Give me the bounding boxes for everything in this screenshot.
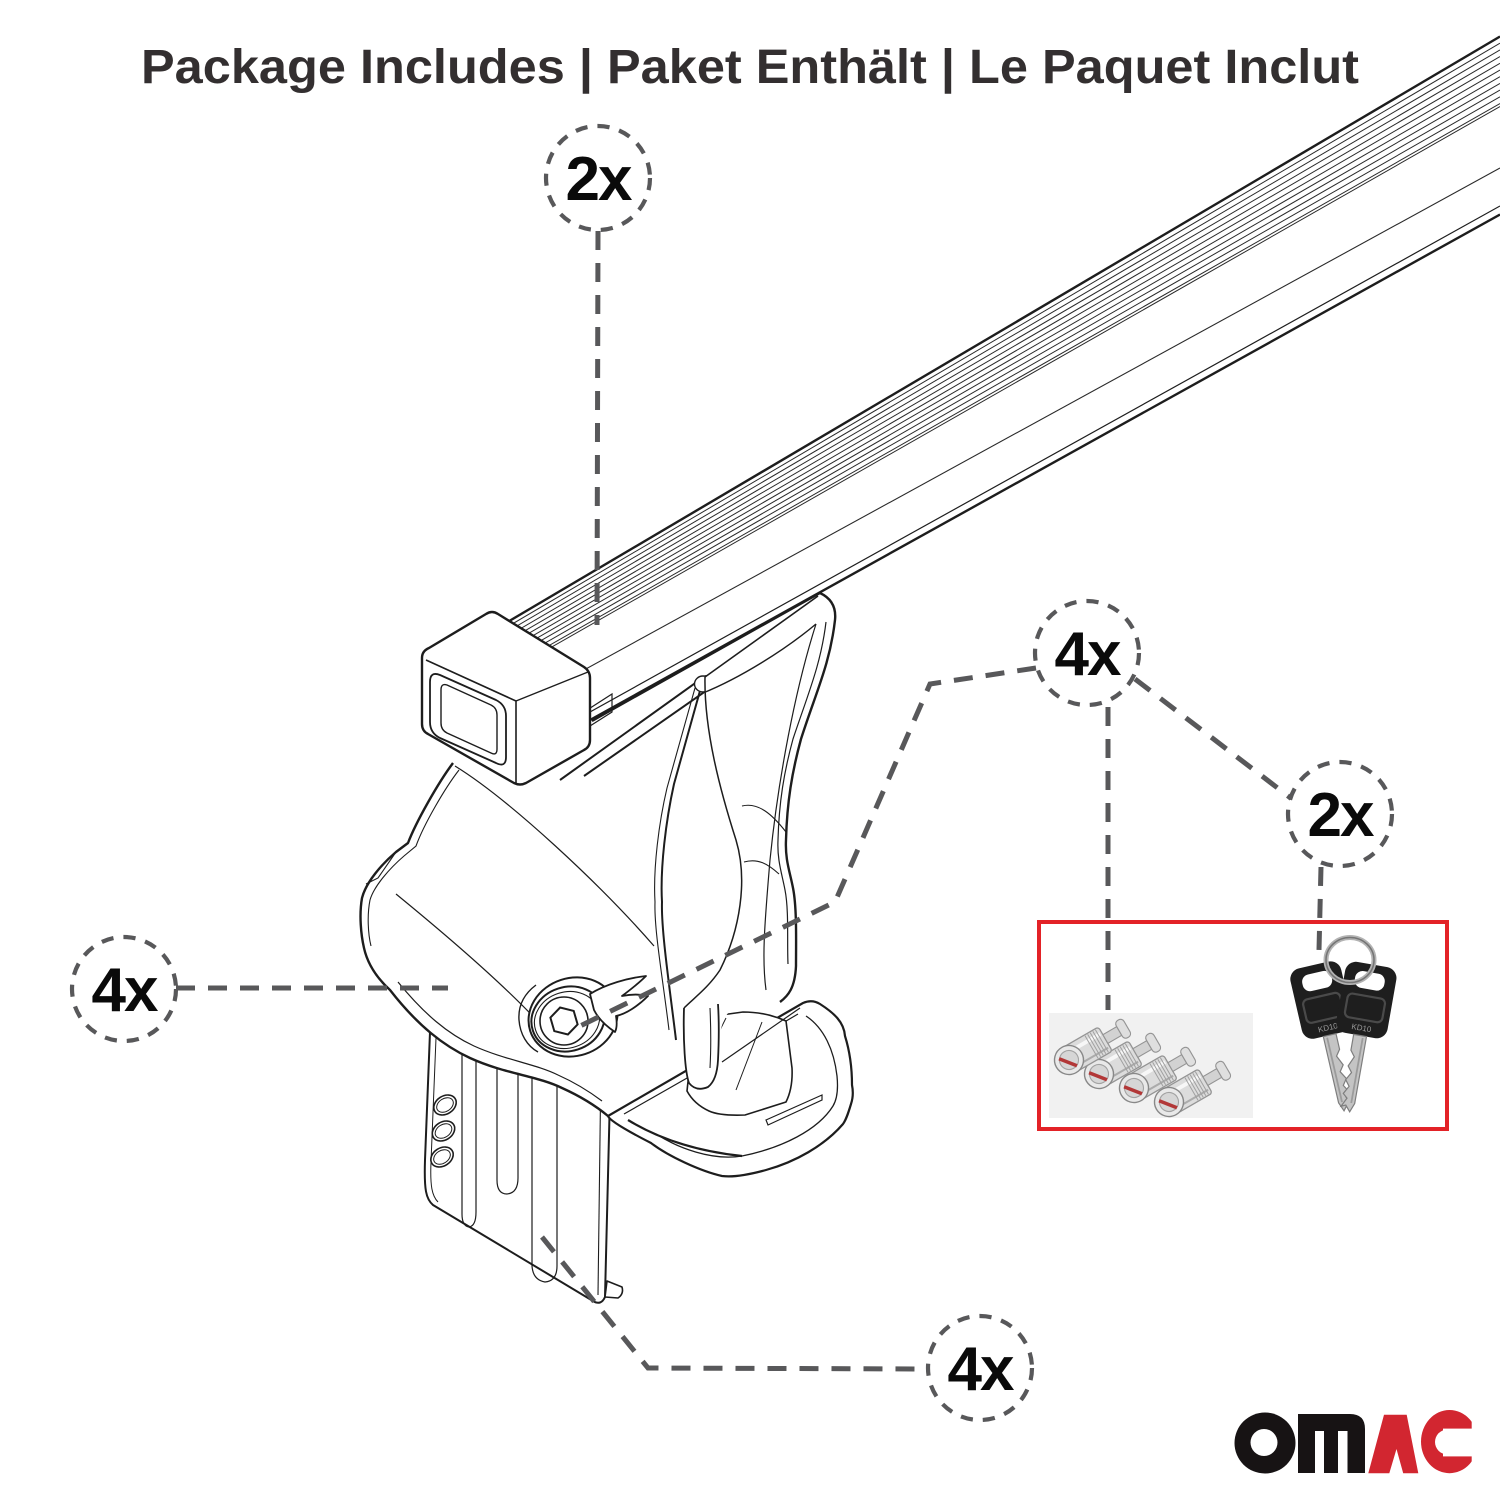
svg-text:4x: 4x xyxy=(92,956,159,1025)
svg-text:4x: 4x xyxy=(948,1335,1015,1404)
svg-text:4x: 4x xyxy=(1055,620,1122,689)
svg-text:2x: 2x xyxy=(1308,781,1375,850)
svg-text:KD10: KD10 xyxy=(1351,1022,1373,1034)
svg-text:Package Includes | Paket Enthä: Package Includes | Paket Enthält | Le Pa… xyxy=(141,40,1359,94)
svg-text:2x: 2x xyxy=(566,145,633,214)
